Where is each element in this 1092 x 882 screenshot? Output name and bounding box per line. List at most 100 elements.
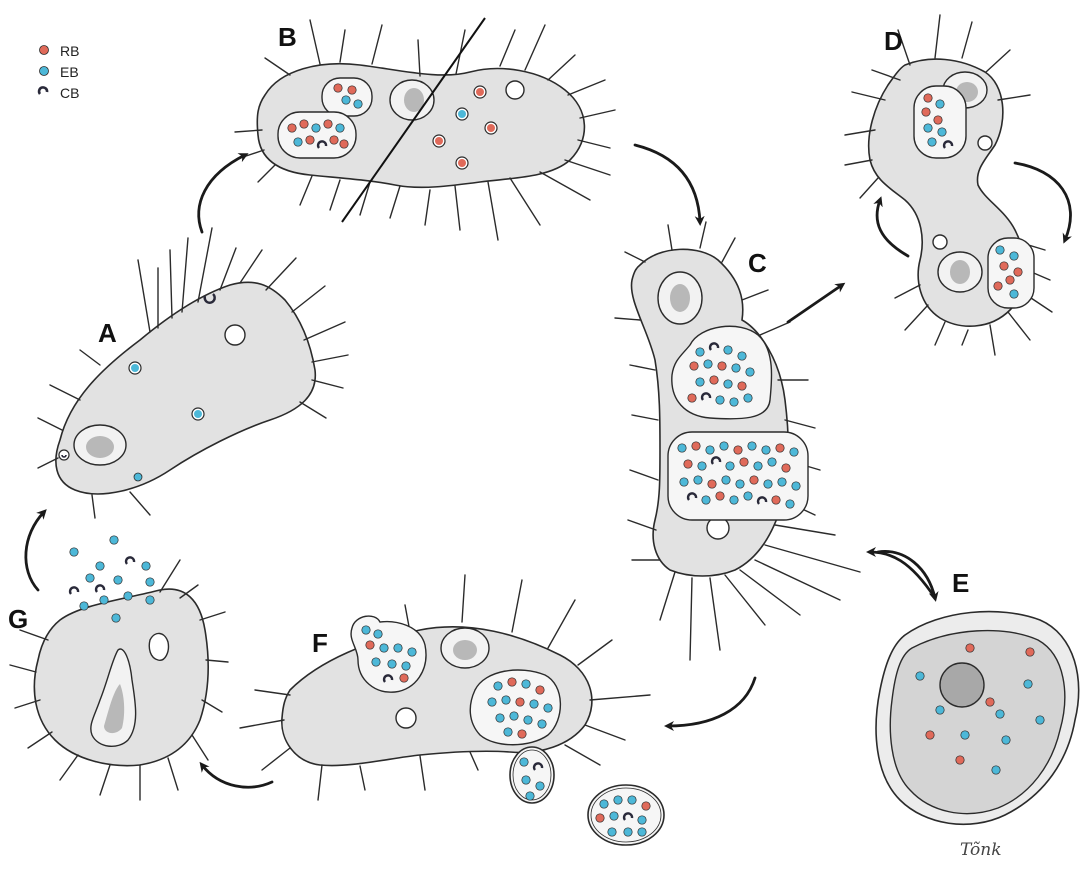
eb-particle [924, 124, 932, 132]
eb-particle [388, 660, 396, 668]
vacuole-a [225, 325, 245, 345]
eb-particle [790, 448, 798, 456]
eb-particle [544, 704, 552, 712]
eb-particle [114, 576, 122, 584]
rb-particle [1014, 268, 1022, 276]
eb-particle [374, 630, 382, 638]
arrow-a-to-b [199, 155, 245, 232]
rb-particle [924, 94, 932, 102]
eb-particle [294, 138, 302, 146]
eb-particle [768, 458, 776, 466]
legend: RB EB CB [36, 40, 79, 103]
legend-item-rb: RB [36, 40, 79, 61]
eb-particle [996, 246, 1004, 254]
eb-particle [610, 812, 618, 820]
eb-particle [510, 712, 518, 720]
eb-particle [146, 578, 154, 586]
rb-particle [718, 362, 726, 370]
eb-particle [792, 482, 800, 490]
arrow-d-split-left [877, 200, 908, 256]
cell-g [10, 536, 228, 800]
eb-particle [146, 596, 154, 604]
rb-particle [306, 136, 314, 144]
eb-particle [1010, 252, 1018, 260]
rb-particle [518, 730, 526, 738]
eb-particle [536, 782, 544, 790]
eb-particle [628, 796, 636, 804]
eb-particle [744, 394, 752, 402]
rb-particle [734, 446, 742, 454]
eb-particle [112, 614, 120, 622]
rb-particle [688, 394, 696, 402]
eb-particle [928, 138, 936, 146]
eb-particle [748, 442, 756, 450]
eb-particle [938, 128, 946, 136]
vacuole-g [149, 633, 168, 660]
eb-particle [638, 828, 646, 836]
legend-label-cb: CB [60, 85, 79, 101]
eb-particle [502, 696, 510, 704]
rb-particle [366, 641, 374, 649]
eb-particle [530, 700, 538, 708]
rb-particle [288, 124, 296, 132]
vacuole-d1 [978, 136, 992, 150]
eb-particle [1036, 716, 1044, 724]
eb-particle [706, 446, 714, 454]
eb-particle [402, 662, 410, 670]
cb-particle [126, 557, 134, 564]
eb-particle [680, 478, 688, 486]
eb-particle [961, 731, 969, 739]
eb-particle [494, 682, 502, 690]
eb-particle [1002, 736, 1010, 744]
cell-f [240, 575, 664, 845]
eb-particle [520, 758, 528, 766]
eb-particle [142, 562, 150, 570]
eb-particle [488, 698, 496, 706]
stage-label-f: F [312, 628, 328, 659]
legend-item-eb: EB [36, 61, 79, 82]
rb-particle [516, 698, 524, 706]
rb-particle [1000, 262, 1008, 270]
eb-particle [624, 828, 632, 836]
rb-particle [782, 464, 790, 472]
eb-particle [608, 828, 616, 836]
eb-particle [678, 444, 686, 452]
cb-particle [70, 587, 78, 594]
rb-particle [690, 362, 698, 370]
eb-particle [522, 776, 530, 784]
eb-particle [134, 473, 142, 481]
arrow-g-to-a [26, 512, 44, 590]
eb-particle [702, 496, 710, 504]
eb-particle [726, 462, 734, 470]
rb-particle [300, 120, 308, 128]
eb-particle [522, 680, 530, 688]
rb-particle [934, 116, 942, 124]
cell-c [615, 222, 860, 660]
eb-particle [996, 710, 1004, 718]
rb-particle [1026, 648, 1034, 656]
rb-particle [716, 492, 724, 500]
legend-item-cb: CB [36, 82, 79, 103]
eb-particle [100, 596, 108, 604]
stage-label-e: E [952, 568, 969, 599]
eb-particle [778, 478, 786, 486]
eb-particle [380, 644, 388, 652]
arrow-f-to-g [202, 765, 272, 787]
eb-particle [70, 548, 78, 556]
eb-particle [732, 364, 740, 372]
stage-label-a: A [98, 318, 117, 349]
eb-particle [936, 706, 944, 714]
eb-particle [746, 368, 754, 376]
eb-particle [638, 816, 646, 824]
eb-particle [336, 124, 344, 132]
rb-particle [340, 140, 348, 148]
eb-particle [730, 398, 738, 406]
rb-particle [400, 674, 408, 682]
rb-particle [956, 756, 964, 764]
rb-particle [994, 282, 1002, 290]
eb-particle [110, 536, 118, 544]
eb-particle [372, 658, 380, 666]
eb-particle [738, 352, 746, 360]
rb-particle [922, 108, 930, 116]
